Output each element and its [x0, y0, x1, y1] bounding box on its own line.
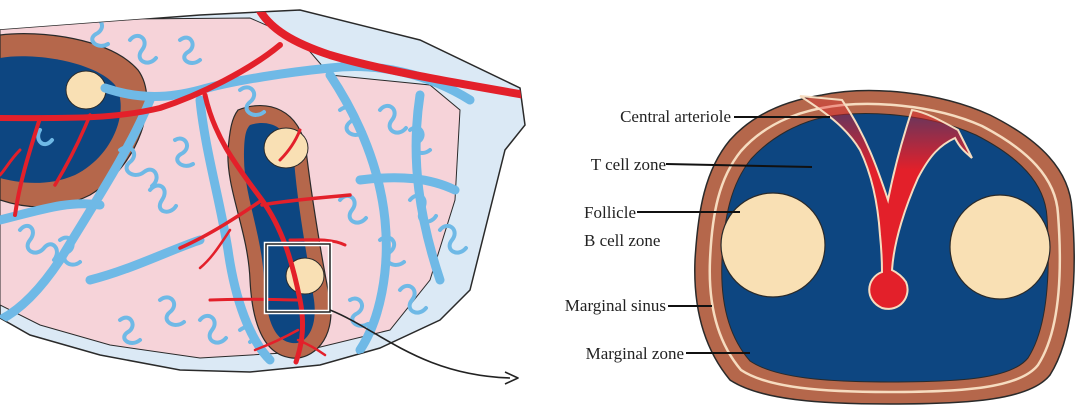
label-t-cell-zone: T cell zone — [591, 155, 666, 174]
follicle-magnified-left — [721, 193, 825, 297]
label-b-cell-zone: B cell zone — [584, 231, 660, 250]
label-marginal-sinus: Marginal sinus — [565, 296, 666, 315]
follicle-magnified-right — [950, 195, 1050, 299]
label-follicle: Follicle — [584, 203, 636, 222]
follicle-middle-top — [264, 128, 308, 168]
label-marginal-zone: Marginal zone — [586, 344, 684, 363]
spleen-tissue-section — [0, 0, 525, 384]
white-pulp-magnified: Central arteriole T cell zone Follicle B… — [565, 91, 1074, 404]
follicle-left — [66, 71, 106, 109]
label-central-arteriole: Central arteriole — [620, 107, 731, 126]
